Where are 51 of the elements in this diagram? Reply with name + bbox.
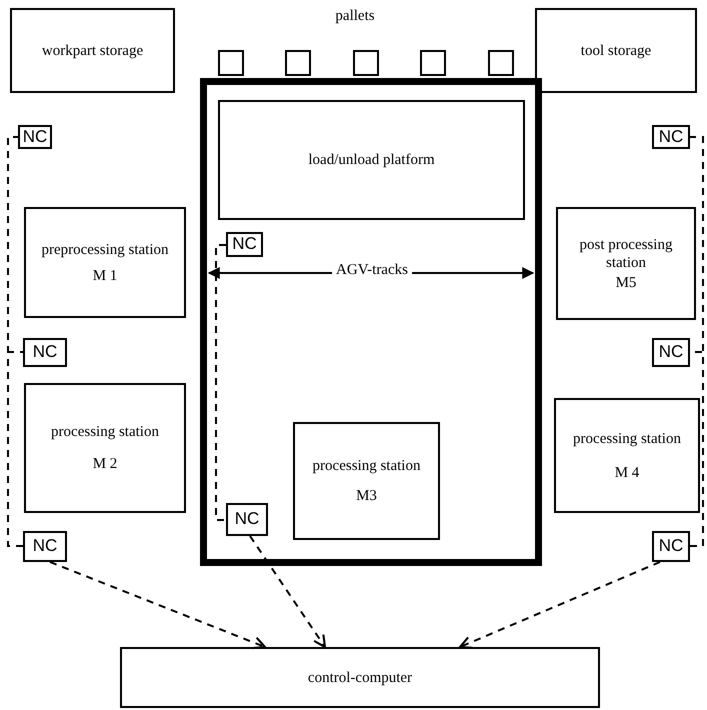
controller-box xyxy=(226,503,268,536)
dashed-connector xyxy=(50,561,266,650)
station-box xyxy=(24,383,186,513)
station-box xyxy=(556,207,696,320)
station-name: control-computer xyxy=(306,668,414,686)
controller-box xyxy=(23,531,67,562)
station-name: post processing station xyxy=(578,236,674,272)
controller-label: NC xyxy=(658,536,684,557)
controller-label: NC xyxy=(658,342,684,363)
machine-id: M 2 xyxy=(92,455,118,473)
controller-label: NC xyxy=(32,342,58,363)
station-box xyxy=(24,207,186,318)
pallet-box xyxy=(218,50,244,76)
track-area-box xyxy=(200,78,542,566)
controller-label: NC xyxy=(231,234,258,255)
controller-box xyxy=(226,232,263,257)
station-name: processing station xyxy=(312,457,422,475)
controller-box xyxy=(23,338,67,367)
station-box xyxy=(293,422,440,540)
controller-box xyxy=(18,125,52,149)
pallet-box xyxy=(420,50,446,76)
controller-box xyxy=(652,531,690,562)
station-name: load/unload platform xyxy=(307,151,436,169)
controller-label: NC xyxy=(32,536,58,557)
pallet-box xyxy=(285,50,311,76)
controller-label: NC xyxy=(234,509,260,530)
station-name: tool storage xyxy=(580,42,652,60)
station-name: workpart storage xyxy=(40,42,144,60)
dashed-connector xyxy=(249,535,326,648)
station-box xyxy=(10,8,175,93)
controller-box xyxy=(652,125,690,149)
computer-box xyxy=(120,647,600,708)
pallet-box xyxy=(353,50,379,76)
station-box xyxy=(535,8,697,93)
dashed-connector xyxy=(215,244,226,521)
controller-label: NC xyxy=(22,126,48,148)
dashed-connector xyxy=(458,561,660,649)
dashed-connector xyxy=(690,351,704,547)
station-name: processing station xyxy=(572,430,682,448)
machine-id: M3 xyxy=(355,487,378,505)
machine-id: M 4 xyxy=(614,464,640,482)
machine-id: M 1 xyxy=(92,266,118,284)
pallet-box xyxy=(488,50,514,76)
pallets-heading: pallets xyxy=(334,8,376,25)
station-box xyxy=(554,398,700,513)
station-name: preprocessing station xyxy=(40,240,170,258)
controller-label: NC xyxy=(658,126,684,148)
machine-id: M5 xyxy=(614,274,638,292)
station-box xyxy=(218,100,525,220)
station-name: processing station xyxy=(50,423,160,441)
controller-box xyxy=(652,338,690,367)
